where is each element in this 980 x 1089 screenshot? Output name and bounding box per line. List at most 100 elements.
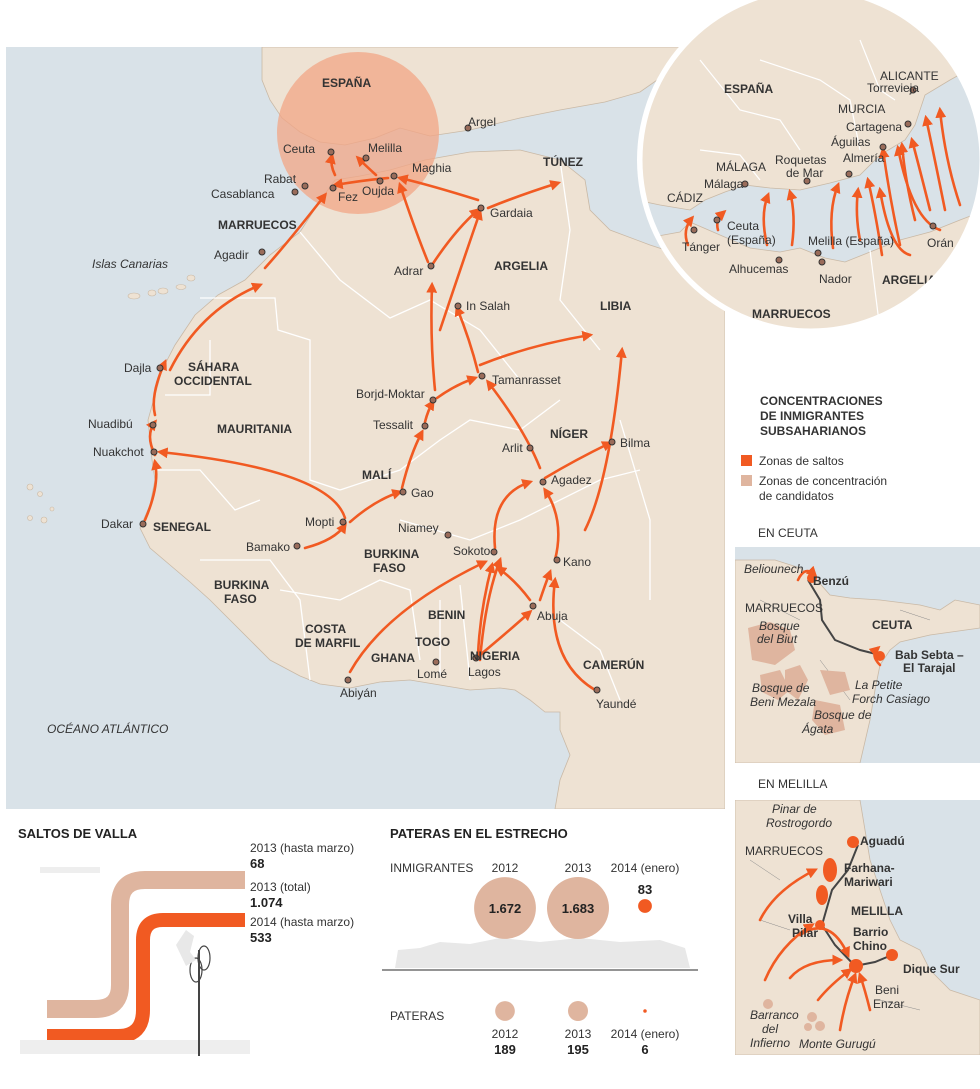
city-label: Niamey <box>398 521 439 535</box>
candidate-zones-label: Zonas de concentración <box>759 474 887 488</box>
saltos-note: (hasta marzo) <box>280 915 354 929</box>
boats-circle <box>495 1001 515 1021</box>
city-label: Dakar <box>101 517 133 531</box>
strait-inset: ESPAÑA ALICANTE Torrevieja MURCIA Cartag… <box>637 0 980 334</box>
city-label: Arlit <box>502 441 523 455</box>
country-label: LIBIA <box>600 299 632 313</box>
immigrants-circle <box>638 899 652 913</box>
saltos-year: 2014 <box>250 915 277 929</box>
country-label: NIGERIA <box>470 649 520 663</box>
melilla-label: Barranco <box>750 1008 799 1022</box>
saltos-note: (total) <box>280 880 311 894</box>
country-label: OCCIDENTAL <box>174 374 252 388</box>
candidate-zones-label: de candidatos <box>759 489 834 503</box>
city-label: Sokoto <box>453 544 491 558</box>
city-label: Nuadibú <box>88 417 133 431</box>
country-borders <box>155 159 651 701</box>
country-label: FASO <box>373 561 406 575</box>
melilla-label: Dique Sur <box>903 962 960 976</box>
canary-islands <box>127 274 196 300</box>
ceuta-label: La Petite <box>855 678 903 692</box>
country-label: MAURITANIA <box>217 422 292 436</box>
city-label: Fez <box>338 190 358 204</box>
cape-verde <box>26 483 55 524</box>
boats-circle <box>568 1001 588 1021</box>
country-label: CAMERÚN <box>583 657 644 672</box>
saltos-section: SALTOS DE VALLA 2013 (hasta marzo) 68 20… <box>18 826 354 1056</box>
country-label: ARGELIA <box>494 259 548 273</box>
melilla-label: Rostrogordo <box>766 816 832 830</box>
saltos-rows: 2013 (hasta marzo) 68 2013 (total) 1.074… <box>250 841 354 945</box>
ceuta-label: Ágata <box>801 721 834 736</box>
city-label: Borjd-Moktar <box>356 387 425 401</box>
ocean-label: OCÉANO ATLÁNTICO <box>47 721 168 736</box>
ceuta-inset: EN CEUTA Beliounech Benzú MARRUECOS CEUT… <box>735 526 980 763</box>
city-label: Agadez <box>551 473 592 487</box>
melilla-label: Infierno <box>750 1036 790 1050</box>
inset-label: (España) <box>727 233 776 247</box>
melilla-label: Barrio <box>853 925 888 939</box>
city-label: Yaundé <box>596 697 637 711</box>
country-labels: ESPAÑA MARRUECOS TÚNEZ ARGELIA LIBIA SÁH… <box>153 75 644 672</box>
city-label: Ceuta <box>283 142 315 156</box>
city-label: Bamako <box>246 540 290 554</box>
inset-label: MARRUECOS <box>752 307 831 321</box>
country-label: TOGO <box>415 635 450 649</box>
spain-highlight-circle <box>277 52 439 214</box>
city-label: Agadir <box>214 248 249 262</box>
pateras-year-label: 2014 (enero) <box>611 861 680 875</box>
melilla-label: MARRUECOS <box>745 844 823 858</box>
city-label: Nuakchot <box>93 445 144 459</box>
pateras-title: PATERAS EN EL ESTRECHO <box>390 826 568 841</box>
city-label: Tessalit <box>373 418 414 432</box>
ceuta-label: CEUTA <box>872 618 913 632</box>
melilla-label: Chino <box>853 939 887 953</box>
saltos-note: (hasta marzo) <box>280 841 354 855</box>
saltos-value: 68 <box>250 856 264 871</box>
ceuta-label: del Biut <box>757 632 798 646</box>
melilla-label: Villa <box>788 912 813 926</box>
inset-label: Orán <box>927 236 954 250</box>
inset-label: Ceuta <box>727 219 759 233</box>
country-label: BURKINA <box>364 547 420 561</box>
ceuta-label: Bosque <box>759 619 800 633</box>
boats-value: 6 <box>641 1042 648 1057</box>
pateras-year-label: 2013 <box>565 1027 592 1041</box>
candidate-zones-swatch <box>741 475 752 486</box>
melilla-header: EN MELILLA <box>758 777 827 791</box>
boats-value: 195 <box>567 1042 589 1057</box>
pateras-year-label: 2012 <box>492 861 519 875</box>
migration-routes <box>143 152 627 692</box>
inset-label: Águilas <box>831 134 870 149</box>
jump-zones-swatch <box>741 455 752 466</box>
country-label: MALÍ <box>362 467 392 482</box>
city-label: Lomé <box>417 667 447 681</box>
pateras-year-label: 2013 <box>565 861 592 875</box>
inset-label: MURCIA <box>838 102 885 116</box>
inset-label: Alhucemas <box>729 262 788 276</box>
city-label: Kano <box>563 555 591 569</box>
inset-label: ALICANTE <box>880 69 939 83</box>
city-label: Casablanca <box>211 187 275 201</box>
pateras-year-label: 2012 <box>492 1027 519 1041</box>
inset-label: Nador <box>819 272 852 286</box>
country-label: NÍGER <box>550 426 588 441</box>
svg-text:2013 (total): 2013 (total) <box>250 880 311 894</box>
pateras-section: PATERAS EN EL ESTRECHO INMIGRANTES PATER… <box>382 826 698 1057</box>
ceuta-header: EN CEUTA <box>758 526 818 540</box>
inset-label: de Mar <box>786 166 823 180</box>
melilla-label: Aguadú <box>860 834 905 848</box>
city-label: Gardaia <box>490 206 533 220</box>
city-label: Lagos <box>468 665 501 679</box>
inset-label: CÁDIZ <box>667 190 703 205</box>
immigrants-circle <box>547 877 609 939</box>
melilla-label: Pinar de <box>772 802 817 816</box>
country-label: TÚNEZ <box>543 154 583 169</box>
melilla-label: Farhana- <box>844 861 895 875</box>
melilla-label: Enzar <box>873 997 904 1011</box>
melilla-routes <box>758 868 872 1032</box>
ceuta-label: Beliounech <box>744 562 804 576</box>
saltos-year: 2013 <box>250 880 277 894</box>
pateras-year-label: 2014 (enero) <box>611 1027 680 1041</box>
svg-text:2014 (hasta marzo): 2014 (hasta marzo) <box>250 915 354 929</box>
